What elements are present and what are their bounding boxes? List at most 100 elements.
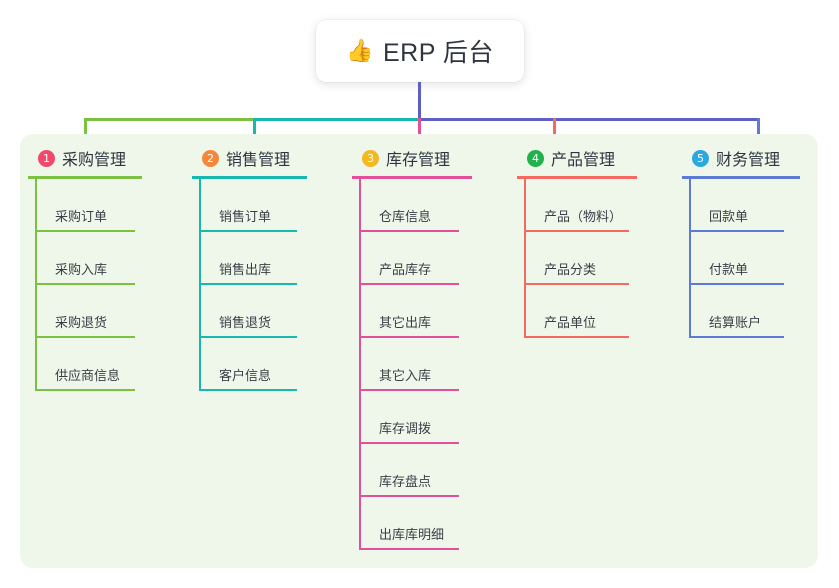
list-item-label: 客户信息 (219, 368, 272, 383)
list-item-rule (359, 495, 459, 497)
list-item[interactable]: 供应商信息 (33, 338, 142, 391)
list-item-rule (689, 336, 784, 338)
list-item-rule (359, 336, 459, 338)
list-item-rule (524, 336, 629, 338)
column-3: 3 库存管理仓库信息产品库存其它出库其它入库库存调拨库存盘点出库库明细 (352, 145, 472, 550)
list-item[interactable]: 产品（物料） (522, 179, 637, 232)
list-item-rule (35, 389, 135, 391)
list-item-rule (524, 230, 629, 232)
list-item-label: 供应商信息 (55, 368, 121, 383)
column-title: 库存管理 (386, 152, 451, 169)
column-spine (199, 179, 201, 391)
column-header-2[interactable]: 2 销售管理 (202, 145, 307, 171)
column-header-3[interactable]: 3 库存管理 (362, 145, 472, 171)
column-title: 财务管理 (716, 152, 781, 169)
list-item-label: 付款单 (709, 262, 749, 277)
list-item-label: 库存调拨 (379, 421, 432, 436)
list-item-label: 出库库明细 (379, 527, 445, 542)
list-item-label: 采购入库 (55, 262, 108, 277)
bus-segment-right (418, 118, 760, 121)
root-node-label: ERP 后台 (383, 39, 494, 67)
list-item[interactable]: 产品库存 (357, 232, 472, 285)
list-item-rule (689, 230, 784, 232)
list-item[interactable]: 回款单 (687, 179, 800, 232)
list-item-rule (359, 548, 459, 550)
list-item[interactable]: 库存调拨 (357, 391, 472, 444)
list-item-rule (35, 336, 135, 338)
bus-segment-1 (84, 118, 253, 121)
column-title: 销售管理 (226, 152, 291, 169)
list-item[interactable]: 采购退货 (33, 285, 142, 338)
list-item-label: 产品单位 (544, 315, 597, 330)
column-header-rule (517, 176, 637, 179)
column-items: 产品（物料） 产品分类产品单位 (522, 179, 637, 338)
list-item-rule (524, 283, 629, 285)
column-number-badge: 2 (202, 149, 219, 167)
column-header-rule (682, 176, 800, 179)
list-item-label: 采购退货 (55, 315, 108, 330)
column-header-4[interactable]: 4 产品管理 (527, 145, 637, 171)
column-header-rule (192, 176, 307, 179)
list-item-rule (359, 442, 459, 444)
column-number-badge: 3 (362, 149, 379, 167)
column-title: 产品管理 (551, 152, 616, 169)
column-number-badge: 4 (527, 149, 544, 167)
list-item-label: 销售出库 (219, 262, 272, 277)
list-item[interactable]: 销售退货 (197, 285, 307, 338)
list-item-label: 仓库信息 (379, 209, 432, 224)
list-item[interactable]: 其它出库 (357, 285, 472, 338)
list-item[interactable]: 销售订单 (197, 179, 307, 232)
list-item-label: 产品（物料） (544, 209, 623, 224)
column-header-1[interactable]: 1 采购管理 (38, 145, 142, 171)
list-item-label: 库存盘点 (379, 474, 432, 489)
list-item[interactable]: 产品单位 (522, 285, 637, 338)
column-spine (524, 179, 526, 338)
list-item-label: 销售退货 (219, 315, 272, 330)
list-item-rule (35, 283, 135, 285)
column-number-badge: 1 (38, 149, 55, 167)
column-4: 4 产品管理产品（物料） 产品分类产品单位 (517, 145, 637, 338)
list-item[interactable]: 库存盘点 (357, 444, 472, 497)
column-title: 采购管理 (62, 152, 127, 169)
list-item-label: 产品分类 (544, 262, 597, 277)
column-spine (689, 179, 691, 338)
list-item-label: 产品库存 (379, 262, 432, 277)
list-item[interactable]: 付款单 (687, 232, 800, 285)
root-node-erp-backend[interactable]: 👍 ERP 后台 (316, 20, 524, 82)
list-item-label: 结算账户 (709, 315, 762, 330)
list-item-label: 销售订单 (219, 209, 272, 224)
column-spine (359, 179, 361, 550)
list-item[interactable]: 结算账户 (687, 285, 800, 338)
column-header-rule (352, 176, 472, 179)
column-items: 销售订单销售出库销售退货客户信息 (197, 179, 307, 391)
list-item-rule (199, 230, 297, 232)
list-item-rule (199, 389, 297, 391)
column-1: 1 采购管理采购订单采购入库采购退货供应商信息 (28, 145, 142, 391)
list-item-label: 其它出库 (379, 315, 432, 330)
list-item-rule (689, 283, 784, 285)
list-item-rule (199, 336, 297, 338)
bus-segment-2 (253, 118, 421, 121)
list-item-label: 其它入库 (379, 368, 432, 383)
list-item[interactable]: 产品分类 (522, 232, 637, 285)
column-2: 2 销售管理销售订单销售出库销售退货客户信息 (192, 145, 307, 391)
column-spine (35, 179, 37, 391)
column-items: 仓库信息产品库存其它出库其它入库库存调拨库存盘点出库库明细 (357, 179, 472, 550)
list-item[interactable]: 销售出库 (197, 232, 307, 285)
list-item[interactable]: 采购订单 (33, 179, 142, 232)
list-item-rule (35, 230, 135, 232)
list-item-rule (359, 389, 459, 391)
list-item[interactable]: 其它入库 (357, 338, 472, 391)
list-item-rule (359, 283, 459, 285)
list-item[interactable]: 客户信息 (197, 338, 307, 391)
root-node-title: 👍 ERP 后台 (346, 33, 494, 69)
list-item[interactable]: 采购入库 (33, 232, 142, 285)
root-stem-line (418, 82, 421, 121)
list-item[interactable]: 仓库信息 (357, 179, 472, 232)
column-items: 采购订单采购入库采购退货供应商信息 (33, 179, 142, 391)
list-item[interactable]: 出库库明细 (357, 497, 472, 550)
list-item-rule (199, 283, 297, 285)
